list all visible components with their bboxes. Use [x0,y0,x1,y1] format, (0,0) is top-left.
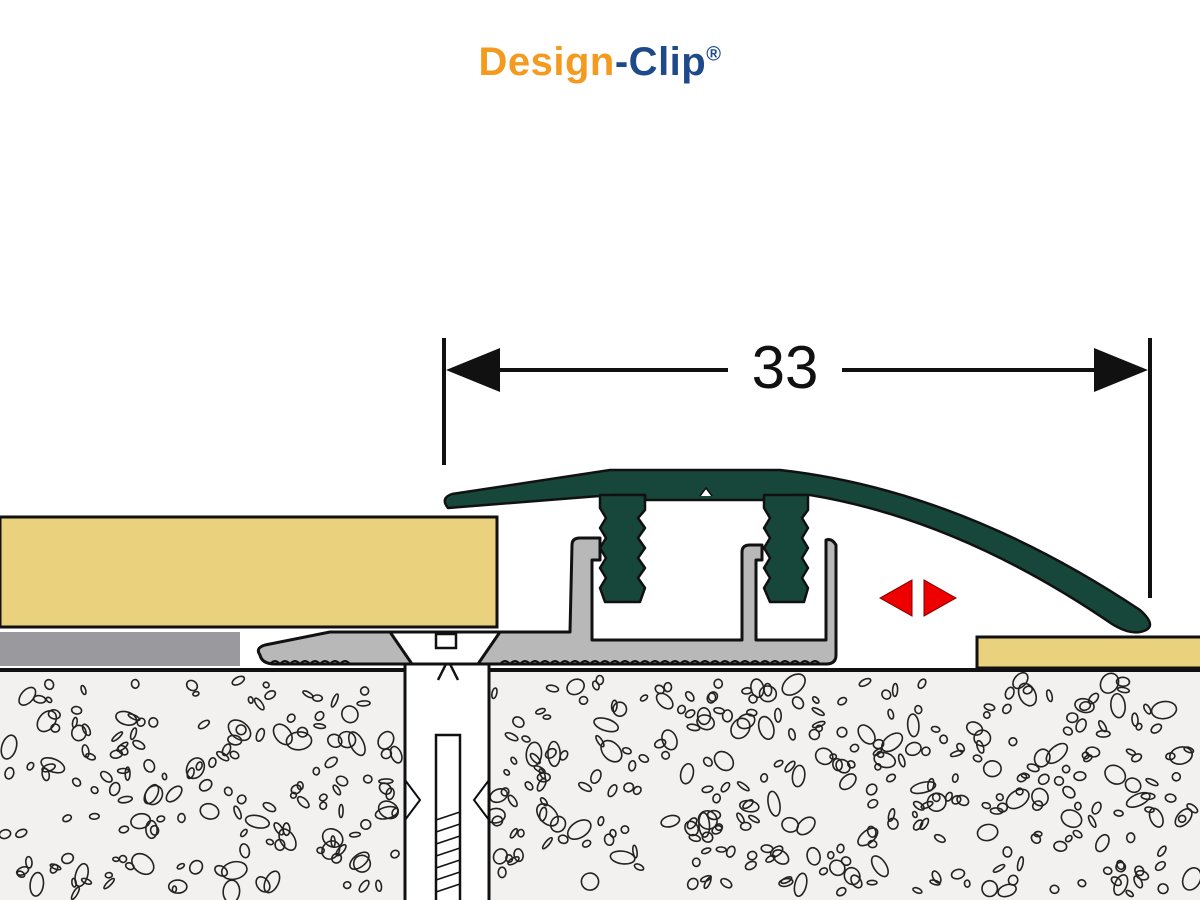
anchor-dowel [403,657,491,900]
base-profile-grip-teeth [269,660,821,666]
brand-logo: Design-Clip® [0,40,1200,85]
brand-word-design: Design [478,40,615,84]
registered-mark: ® [706,43,722,66]
cover-profile [443,468,1152,634]
underlay-strip [0,632,240,666]
countersunk-screw [387,630,503,666]
concrete-aggregate [0,671,1200,900]
left-right-arrows-icon [878,579,958,617]
right-floor-board [975,635,1200,670]
dimension-arrow-right-icon [1094,348,1148,392]
dimension-line: 33 [442,334,1152,598]
brand-word-clip: -Clip [614,40,707,84]
dimension-arrow-left-icon [446,348,500,392]
left-floor-board [0,515,499,629]
dimension-value: 33 [752,334,819,401]
